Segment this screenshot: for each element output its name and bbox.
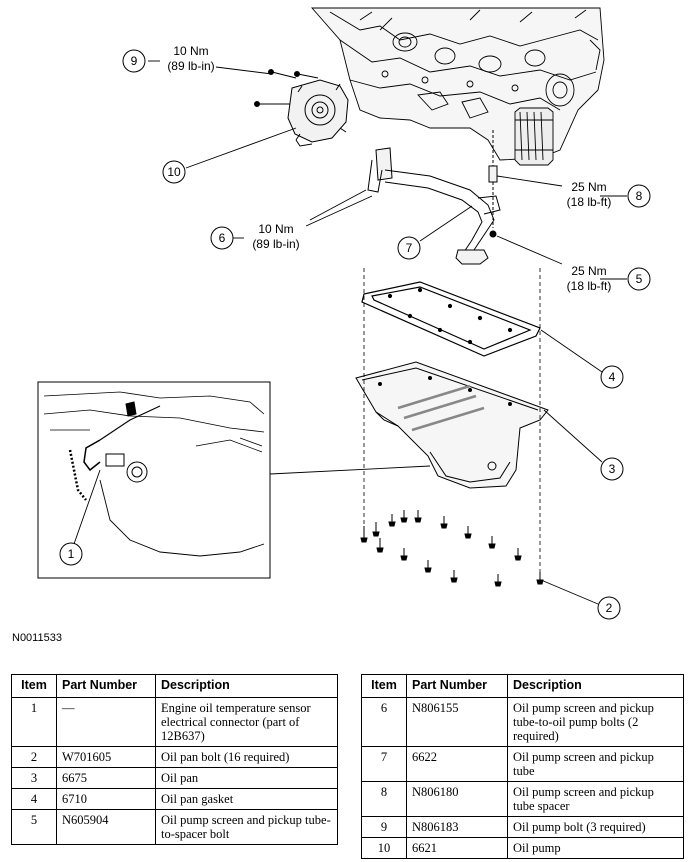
cell-item: 9 <box>361 816 407 838</box>
cell-part-number: 6621 <box>406 837 508 859</box>
pickup-tube <box>367 147 501 265</box>
engine-block <box>311 7 605 166</box>
cell-description: Oil pan gasket <box>155 788 338 810</box>
cell-part-number: N605904 <box>56 809 156 845</box>
callout-8-number: 8 <box>636 189 643 203</box>
oil-pump <box>287 79 349 147</box>
callout-2-number: 2 <box>606 601 613 615</box>
figure-id: N0011533 <box>12 632 62 644</box>
callout-5-number: 5 <box>636 272 643 286</box>
callout-8-torque-imperial: (18 lb-ft) <box>567 195 612 209</box>
cell-part-number: 6710 <box>56 788 156 810</box>
pickup-tube-spacer <box>488 130 498 228</box>
cell-description: Oil pump <box>507 837 684 859</box>
cell-description: Oil pan bolt (16 required) <box>155 746 338 768</box>
table-row: 7 6622 Oil pump screen and pickup tube <box>361 746 684 782</box>
callout-9: 9 10 Nm (89 lb-in) <box>122 44 215 73</box>
table-row: 4 6710 Oil pan gasket <box>11 788 338 810</box>
callout-8-torque-nm: 25 Nm <box>571 180 606 194</box>
header-item: Item <box>11 674 57 698</box>
exploded-parts-diagram: 9 10 Nm (89 lb-in) 10 6 10 Nm (89 lb-in)… <box>37 7 651 620</box>
header-part-number: Part Number <box>406 674 508 698</box>
alignment-lines <box>363 268 541 572</box>
leader-lines <box>73 60 627 605</box>
callout-10-number: 10 <box>167 165 181 179</box>
callout-8: 8 25 Nm (18 lb-ft) <box>567 180 651 209</box>
cell-part-number: 6675 <box>56 767 156 789</box>
callout-4: 4 <box>600 365 624 389</box>
oil-pan-bolts <box>360 510 544 587</box>
callout-3-number: 3 <box>609 462 616 476</box>
callout-6: 6 10 Nm (89 lb-in) <box>210 222 300 251</box>
parts-table-left: Item Part Number Description 1 — Engine … <box>11 674 338 845</box>
table-row: 10 6621 Oil pump <box>361 837 684 859</box>
callout-6-number: 6 <box>219 231 226 245</box>
header-description: Description <box>155 674 338 698</box>
callout-7-number: 7 <box>406 241 413 255</box>
table-row: 3 6675 Oil pan <box>11 767 338 789</box>
cell-item: 10 <box>361 837 407 859</box>
callout-4-number: 4 <box>609 370 616 384</box>
table-row: 1 — Engine oil temperature sensor electr… <box>11 697 338 747</box>
cell-item: 1 <box>11 697 57 747</box>
table-header-row: Item Part Number Description <box>11 674 338 698</box>
table-row: 2 W701605 Oil pan bolt (16 required) <box>11 746 338 768</box>
cell-description: Oil pump screen and pickup tube <box>507 746 684 782</box>
table-row: 5 N605904 Oil pump screen and pickup tub… <box>11 809 338 845</box>
pickup-tube-bolt <box>489 230 497 238</box>
callout-9-torque-imperial: (89 lb-in) <box>167 59 214 73</box>
callout-6-torque-imperial: (89 lb-in) <box>252 237 299 251</box>
cell-part-number: W701605 <box>56 746 156 768</box>
callout-10: 10 <box>162 160 186 184</box>
oil-pan-gasket <box>361 281 541 357</box>
cell-part-number: — <box>56 697 156 747</box>
table-row: 8 N806180 Oil pump screen and pickup tub… <box>361 781 684 817</box>
cell-part-number: N806180 <box>406 781 508 817</box>
callout-5-torque-nm: 25 Nm <box>571 264 606 278</box>
cell-description: Engine oil temperature sensor electrical… <box>155 697 338 747</box>
cell-item: 7 <box>361 746 407 782</box>
callout-6-torque-nm: 10 Nm <box>258 222 293 236</box>
callout-1-number: 1 <box>68 547 75 561</box>
callout-2: 2 <box>597 596 621 620</box>
cell-item: 6 <box>361 697 407 747</box>
callout-5-torque-imperial: (18 lb-ft) <box>567 279 612 293</box>
header-description: Description <box>507 674 684 698</box>
callout-1: 1 <box>59 542 83 566</box>
cell-description: Oil pump screen and pickup tube-to-oil p… <box>507 697 684 747</box>
header-part-number: Part Number <box>56 674 156 698</box>
cell-item: 8 <box>361 781 407 817</box>
cell-description: Oil pan <box>155 767 338 789</box>
cell-part-number: N806155 <box>406 697 508 747</box>
cell-item: 2 <box>11 746 57 768</box>
cell-item: 3 <box>11 767 57 789</box>
parts-table-right: Item Part Number Description 6 N806155 O… <box>361 674 684 859</box>
cell-description: Oil pump screen and pickup tube-to-space… <box>155 809 338 845</box>
table-header-row: Item Part Number Description <box>361 674 684 698</box>
cell-item: 5 <box>11 809 57 845</box>
table-row: 9 N806183 Oil pump bolt (3 required) <box>361 816 684 838</box>
cell-item: 4 <box>11 788 57 810</box>
callout-7: 7 <box>397 236 421 260</box>
table-row: 6 N806155 Oil pump screen and pickup tub… <box>361 697 684 747</box>
oil-pan <box>355 361 549 489</box>
callout-3: 3 <box>600 457 624 481</box>
callout-9-torque-nm: 10 Nm <box>173 44 208 58</box>
cell-part-number: N806183 <box>406 816 508 838</box>
callout-9-number: 9 <box>131 54 138 68</box>
cell-part-number: 6622 <box>406 746 508 782</box>
callout-5: 5 25 Nm (18 lb-ft) <box>567 264 651 293</box>
cell-description: Oil pump screen and pickup tube spacer <box>507 781 684 817</box>
oil-pump-bolts <box>254 69 319 107</box>
cell-description: Oil pump bolt (3 required) <box>507 816 684 838</box>
header-item: Item <box>361 674 407 698</box>
